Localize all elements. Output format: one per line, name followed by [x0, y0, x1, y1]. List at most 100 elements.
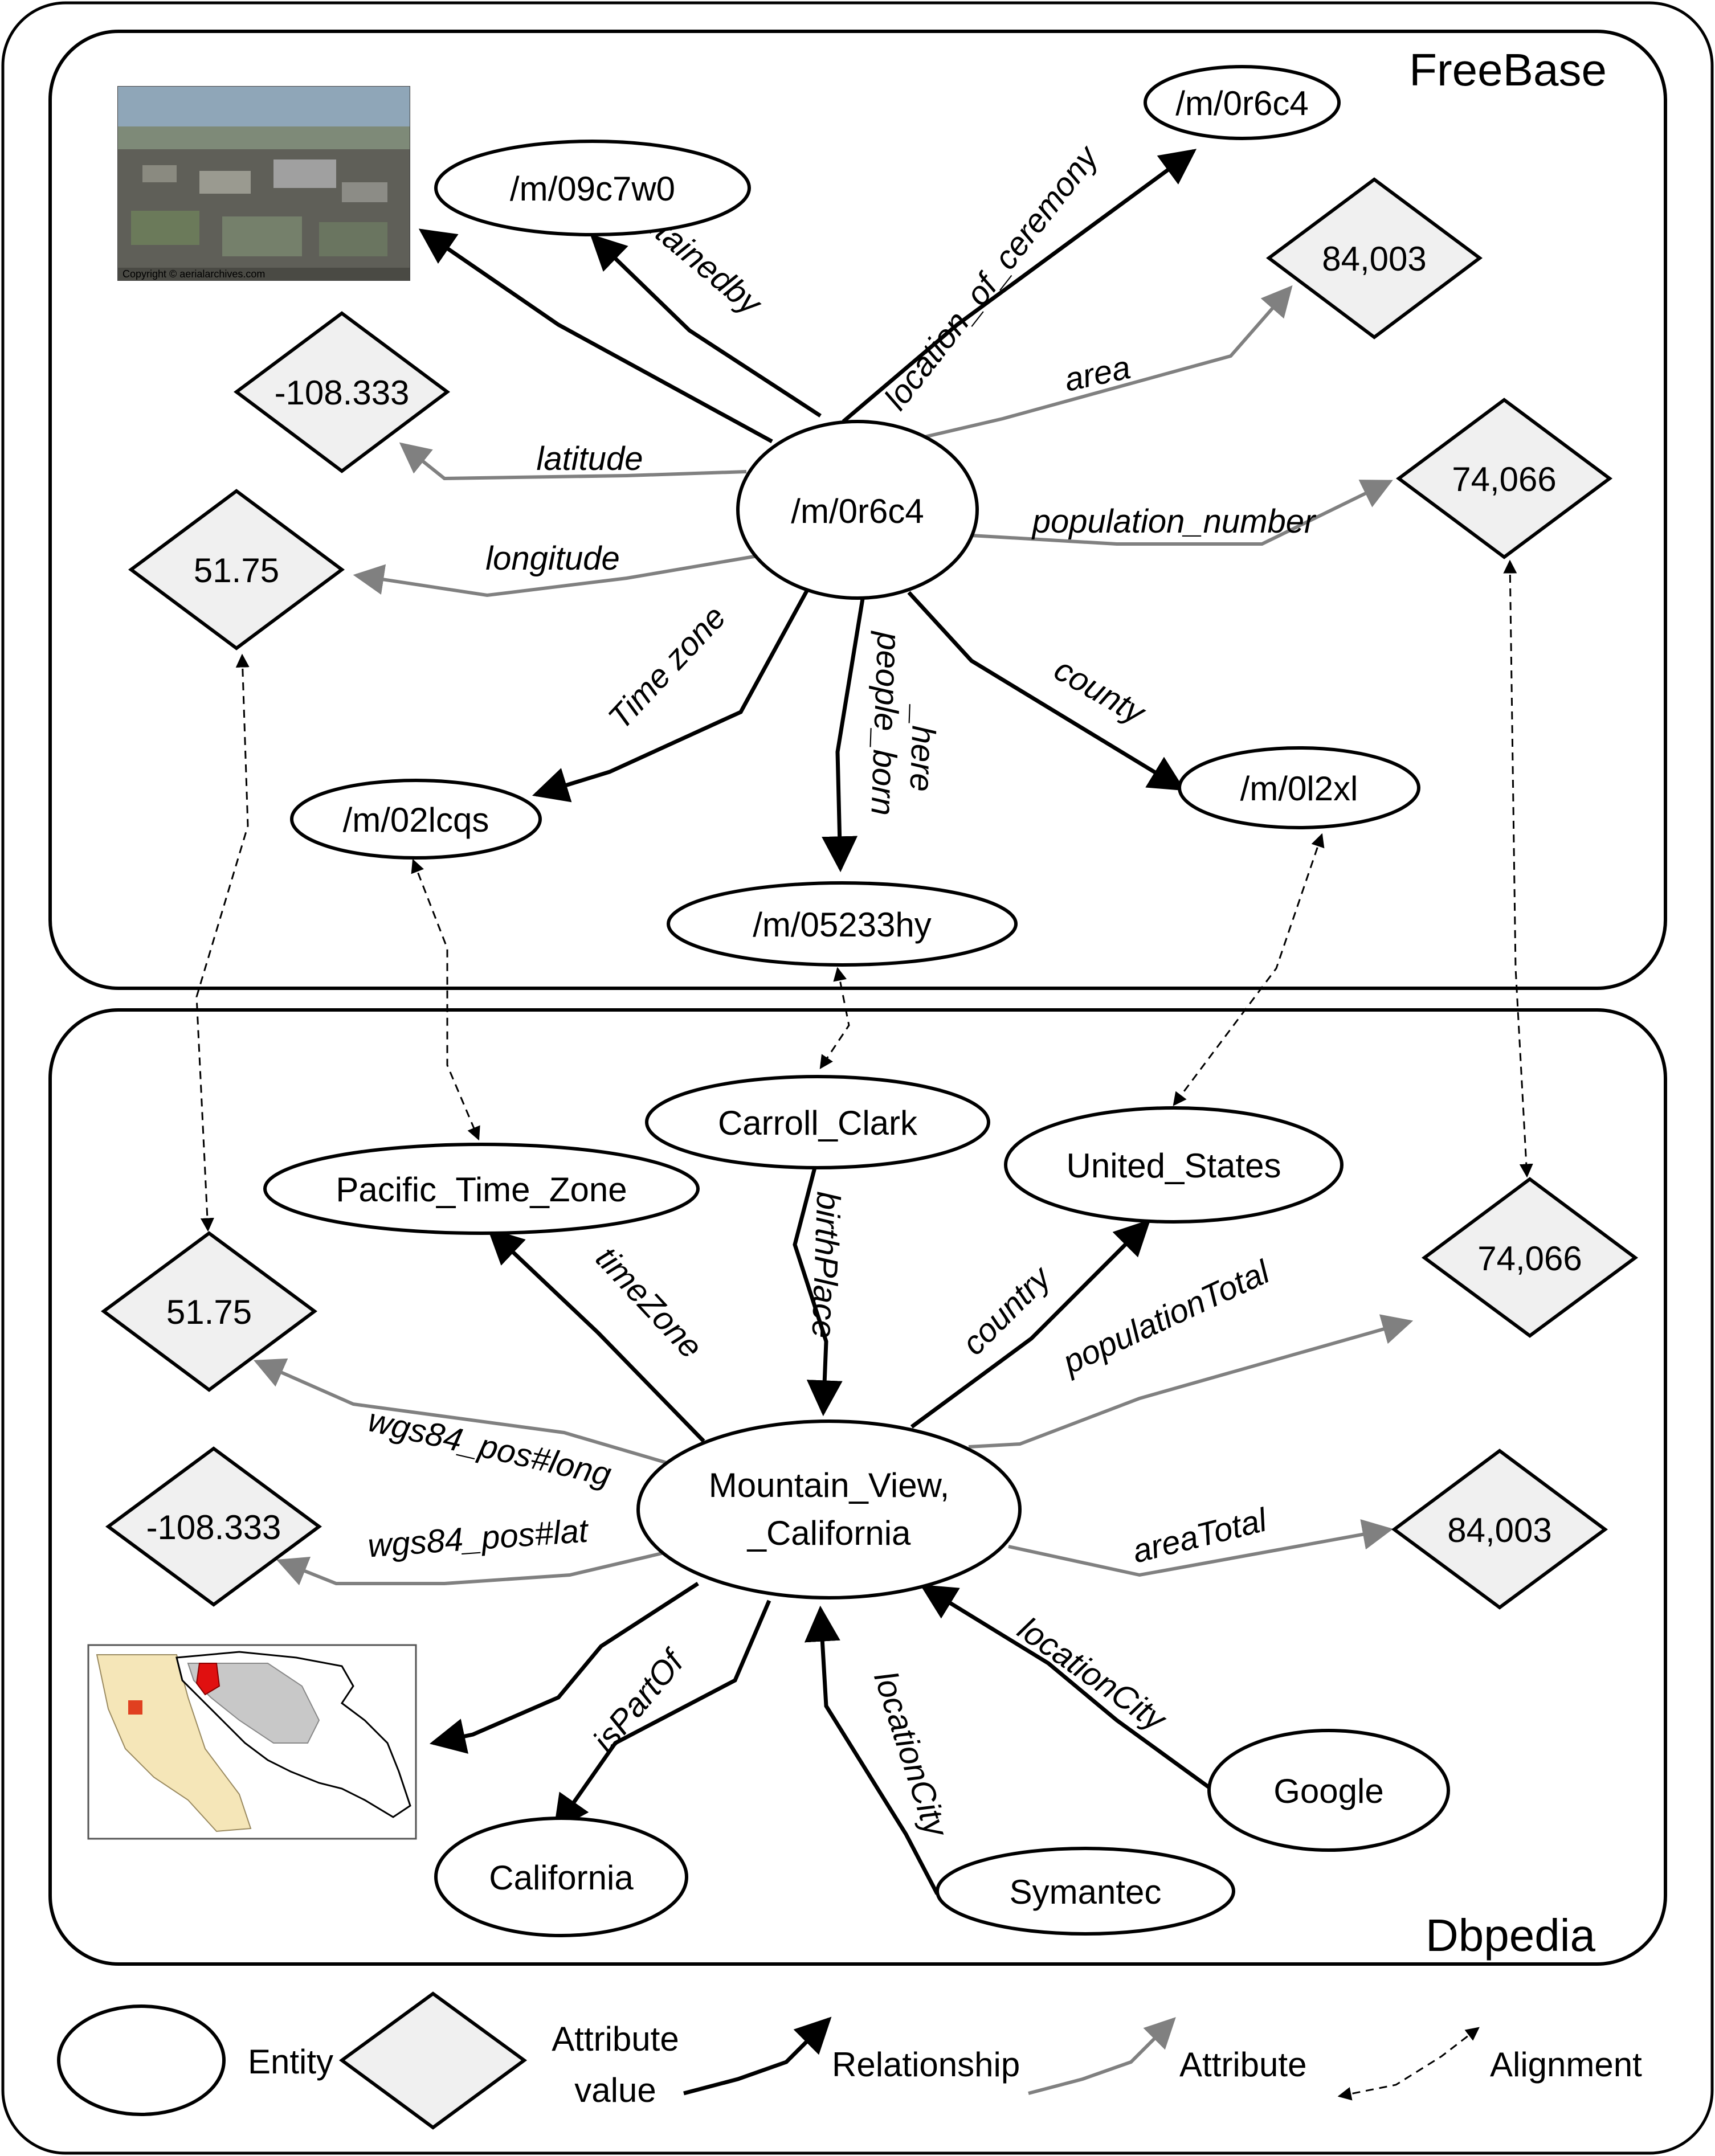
svg-text:-108.333: -108.333: [275, 374, 410, 412]
label-ispartof: isPartOf: [586, 1642, 693, 1760]
legend-attribute-value-label-1: Attribute: [552, 2020, 679, 2058]
edge-country: [910, 1219, 1151, 1429]
edge-wgs84-lat: [276, 1550, 667, 1586]
label-wgs84-lat: wgs84_pos#lat: [366, 1512, 590, 1564]
align-county: [1173, 833, 1325, 1106]
dbpedia-relationship-edges: [429, 1167, 1212, 1895]
edge-locationcity-symantec: [804, 1605, 940, 1895]
label-wgs84-long: wgs84_pos#long: [365, 1401, 615, 1493]
dbpedia-value-long: 51.75: [100, 1231, 318, 1392]
edge-latitude: [399, 442, 747, 481]
edge-ispartof: [553, 1599, 771, 1832]
svg-text:/m/0r6c4: /m/0r6c4: [1175, 84, 1308, 122]
edge-county: [907, 591, 1186, 791]
freebase-entity-top-right: /m/0r6c4: [1144, 65, 1341, 140]
freebase-value-latitude: -108.333: [233, 311, 451, 473]
align-time-zone: [411, 858, 480, 1141]
dbpedia-title: Dbpedia: [1426, 1910, 1596, 1961]
align-longitude: [195, 653, 250, 1232]
svg-text:74,066: 74,066: [1452, 460, 1557, 498]
california-county-map: [87, 1644, 417, 1840]
label-latitude: latitude: [536, 440, 643, 477]
edge-birthplace: [793, 1167, 843, 1417]
edge-location-of-ceremony: [842, 149, 1197, 423]
label-areatotal: areaTotal: [1129, 1501, 1271, 1570]
svg-text:Carroll_Clark: Carroll_Clark: [718, 1104, 918, 1142]
edge-people-born-here: [822, 595, 865, 873]
edge-areatotal: [1008, 1519, 1394, 1577]
legend-attribute-label: Attribute: [1179, 2045, 1306, 2084]
freebase-entity-county: /m/0l2xl: [1178, 746, 1420, 829]
svg-text:84,003: 84,003: [1322, 240, 1427, 278]
dbpedia-value-area: 84,003: [1391, 1449, 1608, 1610]
edge-timezone: [487, 1228, 705, 1443]
svg-text:74,066: 74,066: [1477, 1239, 1582, 1278]
svg-text:51.75: 51.75: [194, 551, 279, 590]
legend-attribute-symbol: [1028, 2017, 1176, 2095]
legend: Entity Attribute value Relationship Attr…: [57, 1991, 1642, 2130]
label-county: county: [1048, 651, 1153, 732]
freebase-value-area: 84,003: [1265, 177, 1483, 339]
legend-alignment-symbol: [1337, 2027, 1480, 2101]
dbpedia-center-node: Mountain_View, _California: [636, 1419, 1022, 1599]
label-country: country: [955, 1258, 1059, 1363]
label-here: _here: [903, 703, 942, 792]
svg-text:Pacific_Time_Zone: Pacific_Time_Zone: [336, 1171, 627, 1209]
freebase-title: FreeBase: [1409, 44, 1607, 95]
edge-wgs84-long: [254, 1358, 710, 1477]
dbpedia-entity-pacific-time-zone: Pacific_Time_Zone: [263, 1143, 700, 1235]
freebase-center-node: /m/0r6c4: [736, 420, 979, 600]
label-locationcity-1: locationCity: [867, 1667, 955, 1842]
freebase-aerial-photo: Copyright © aerialarchives.com: [117, 86, 410, 281]
legend-attribute-value-label-2: value: [574, 2071, 656, 2109]
align-population: [1503, 559, 1533, 1178]
edge-time-zone: [532, 586, 811, 803]
svg-text:United_States: United_States: [1067, 1147, 1281, 1185]
dbpedia-entity-california: California: [434, 1817, 688, 1937]
label-birthplace: birthPlace: [805, 1191, 847, 1339]
alignment-edges: [195, 559, 1533, 1232]
freebase-value-population: 74,066: [1395, 398, 1613, 559]
svg-text:Mountain_View,: Mountain_View,: [709, 1466, 950, 1504]
svg-text:California: California: [489, 1859, 634, 1897]
legend-relationship-label: Relationship: [832, 2045, 1020, 2084]
dbpedia-entity-united-states: United_States: [1004, 1106, 1344, 1224]
svg-text:/m/02lcqs: /m/02lcqs: [343, 801, 489, 839]
label-population-number: population_number: [1031, 503, 1317, 540]
svg-text:/m/0l2xl: /m/0l2xl: [1240, 770, 1358, 808]
legend-entity-symbol: [57, 2004, 226, 2116]
label-populationtotal: populationTotal: [1056, 1253, 1276, 1381]
edge-locationcity-google: [920, 1584, 1212, 1790]
dbpedia-entity-google: Google: [1207, 1729, 1450, 1852]
freebase-attribute-edges: [353, 285, 1393, 598]
label-people-born: people_born: [864, 630, 907, 816]
edge-population-number: [971, 480, 1393, 546]
freebase-panel: [48, 30, 1667, 990]
legend-alignment-label: Alignment: [1490, 2045, 1642, 2084]
photo-caption: Copyright © aerialarchives.com: [122, 268, 265, 280]
freebase-value-longitude: 51.75: [128, 489, 345, 651]
freebase-entity-time-zone: /m/02lcqs: [290, 779, 542, 860]
label-area: area: [1061, 349, 1133, 399]
label-timezone: timeZone: [589, 1239, 709, 1365]
edge-populationtotal: [968, 1314, 1414, 1449]
label-time-zone: Time zone: [601, 599, 733, 737]
dbpedia-panel: [48, 1008, 1667, 1966]
svg-text:Symantec: Symantec: [1010, 1873, 1162, 1911]
svg-text:/m/05233hy: /m/05233hy: [753, 906, 932, 944]
align-born: [819, 967, 850, 1069]
dbpedia-attribute-edges: [254, 1314, 1414, 1586]
label-longitude: longitude: [485, 540, 619, 577]
edge-to-aerial-image: [418, 228, 773, 444]
edge-area: [917, 285, 1293, 440]
label-locationcity-2: locationCity: [1011, 1610, 1174, 1739]
freebase-entity-top-left: /m/09c7w0: [434, 140, 751, 236]
svg-text:_California: _California: [747, 1514, 911, 1552]
freebase-relationship-edges: [418, 149, 1197, 873]
edge-longitude: [353, 554, 761, 598]
svg-text:/m/09c7w0: /m/09c7w0: [510, 170, 675, 208]
svg-text:/m/0r6c4: /m/0r6c4: [791, 492, 924, 530]
dbpedia-entity-symantec: Symantec: [936, 1847, 1235, 1936]
